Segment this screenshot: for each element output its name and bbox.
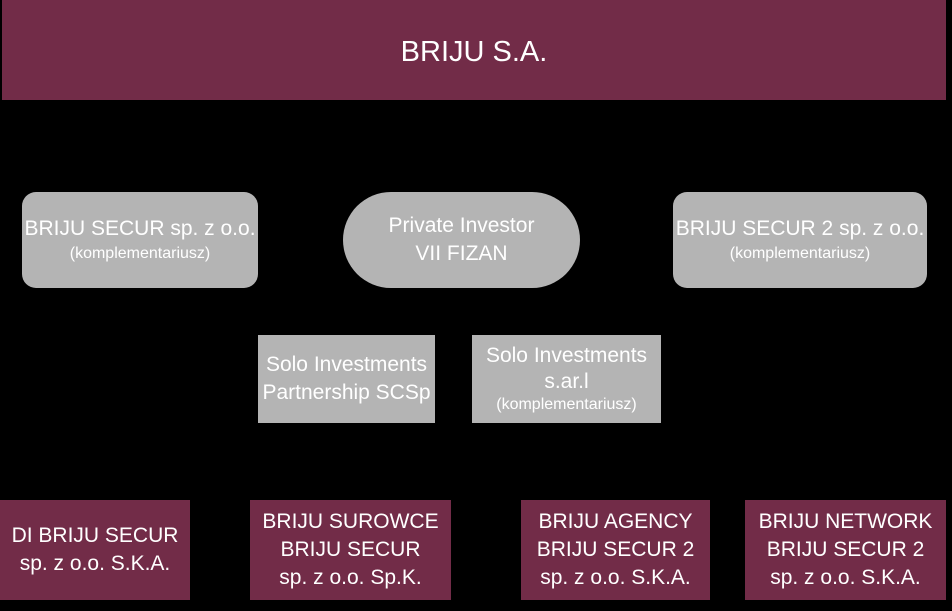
node-di-briju-secur: DI BRIJU SECUR sp. z o.o. S.K.A. <box>0 500 190 600</box>
node-briju-secur-2-role: (komplementariusz) <box>729 245 871 263</box>
node-fizan-line2: VII FIZAN <box>415 242 508 265</box>
node-briju-secur-role: (komplementariusz) <box>69 245 211 263</box>
node-solo-investments-sarl: Solo Investments s.ar.l (komplementarius… <box>472 335 661 423</box>
node-surowce-line1: BRIJU SUROWCE <box>262 509 439 533</box>
node-solo-scsp-line2: Partnership SCSp <box>262 381 431 404</box>
node-agency-line2: BRIJU SECUR 2 <box>536 537 695 561</box>
node-solo-scsp-line1: Solo Investments <box>265 352 428 376</box>
node-agency-line3: sp. z o.o. S.K.A. <box>540 566 691 590</box>
node-surowce-line3: sp. z o.o. Sp.K. <box>279 566 422 590</box>
node-solo-sarl-role: (komplementariusz) <box>496 396 637 414</box>
node-solo-sarl-line1: Solo Investments <box>485 343 648 367</box>
node-briju-sa-label: BRIJU S.A. <box>400 35 548 68</box>
node-briju-secur-2: BRIJU SECUR 2 sp. z o.o. (komplementariu… <box>673 192 927 288</box>
node-fizan-line1: Private Investor <box>388 213 535 237</box>
node-briju-agency: BRIJU AGENCY BRIJU SECUR 2 sp. z o.o. S.… <box>521 500 710 600</box>
node-network-line1: BRIJU NETWORK <box>758 509 933 533</box>
node-di-briju-line1: DI BRIJU SECUR <box>11 523 179 547</box>
node-agency-line1: BRIJU AGENCY <box>538 509 693 533</box>
node-briju-sa: BRIJU S.A. <box>2 0 946 100</box>
node-network-line2: BRIJU SECUR 2 <box>766 537 925 561</box>
node-briju-surowce: BRIJU SUROWCE BRIJU SECUR sp. z o.o. Sp.… <box>250 500 451 600</box>
node-briju-network: BRIJU NETWORK BRIJU SECUR 2 sp. z o.o. S… <box>745 500 946 600</box>
node-private-investor-fizan: Private Investor VII FIZAN <box>343 192 580 288</box>
node-solo-investments-scsp: Solo Investments Partnership SCSp <box>258 335 435 423</box>
node-network-line3: sp. z o.o. S.K.A. <box>770 566 921 590</box>
node-briju-secur: BRIJU SECUR sp. z o.o. (komplementariusz… <box>22 192 258 288</box>
node-surowce-line2: BRIJU SECUR <box>280 537 421 561</box>
node-di-briju-line2: sp. z o.o. S.K.A. <box>19 552 171 575</box>
node-briju-secur-name: BRIJU SECUR sp. z o.o. <box>24 216 256 240</box>
node-solo-sarl-line2: s.ar.l <box>544 370 589 393</box>
node-briju-secur-2-name: BRIJU SECUR 2 sp. z o.o. <box>675 216 925 240</box>
